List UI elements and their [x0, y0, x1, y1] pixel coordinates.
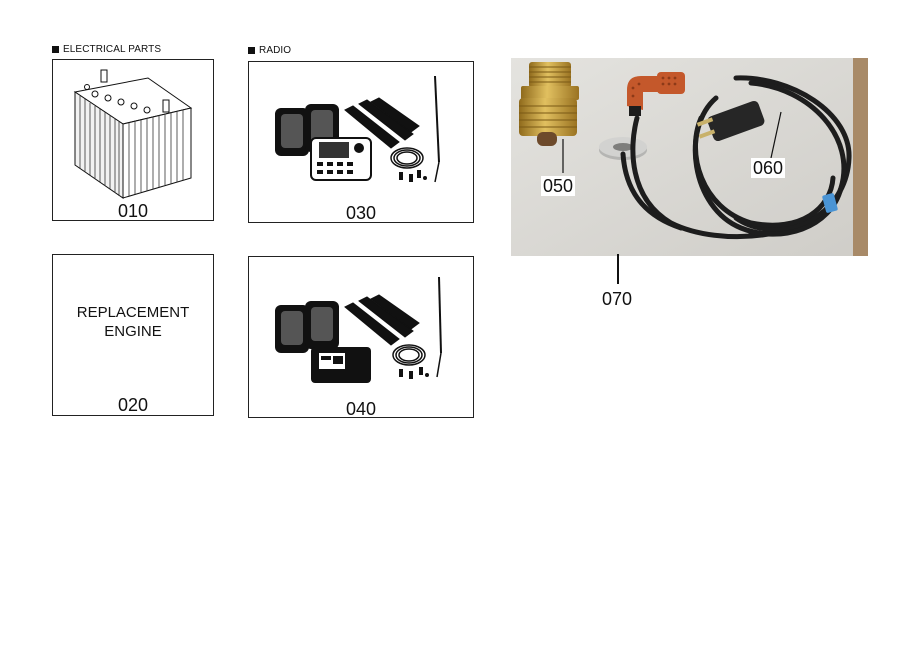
square-bullet-icon: [52, 46, 59, 53]
callout-050: 050: [541, 176, 576, 196]
section-label-electrical: ELECTRICAL PARTS: [52, 44, 161, 55]
cord-tag-icon: [822, 193, 838, 213]
replacement-engine-text: REPLACEMENT ENGINE: [76, 304, 190, 340]
part-panel-030[interactable]: 030: [248, 61, 474, 223]
leader-line-060: [770, 111, 782, 159]
part-panel-040[interactable]: 040: [248, 256, 474, 419]
square-bullet-icon: [248, 47, 255, 54]
radio-kit-icon: [275, 276, 442, 383]
part-ref-030: 030: [345, 203, 377, 223]
part-ref-020: 020: [117, 395, 149, 415]
part-ref-010: 010: [117, 201, 149, 221]
battery-icon: [73, 69, 193, 199]
callout-070: 070: [602, 289, 633, 309]
radio-kit-icon: [275, 75, 440, 183]
part-panel-020[interactable]: REPLACEMENT ENGINE 020: [52, 254, 214, 416]
plug-icon: [696, 100, 765, 142]
block-heater-photo[interactable]: 050 060: [511, 58, 868, 256]
callout-060: 060: [751, 158, 786, 178]
part-panel-010[interactable]: 010: [52, 59, 214, 221]
heater-cord-icon: [620, 75, 852, 240]
brass-fitting-icon: [519, 62, 579, 146]
part-ref-040: 040: [345, 399, 377, 419]
leader-line-070: [617, 254, 619, 284]
section-label-radio: RADIO: [248, 45, 291, 56]
heater-elbow-icon: [627, 72, 685, 116]
